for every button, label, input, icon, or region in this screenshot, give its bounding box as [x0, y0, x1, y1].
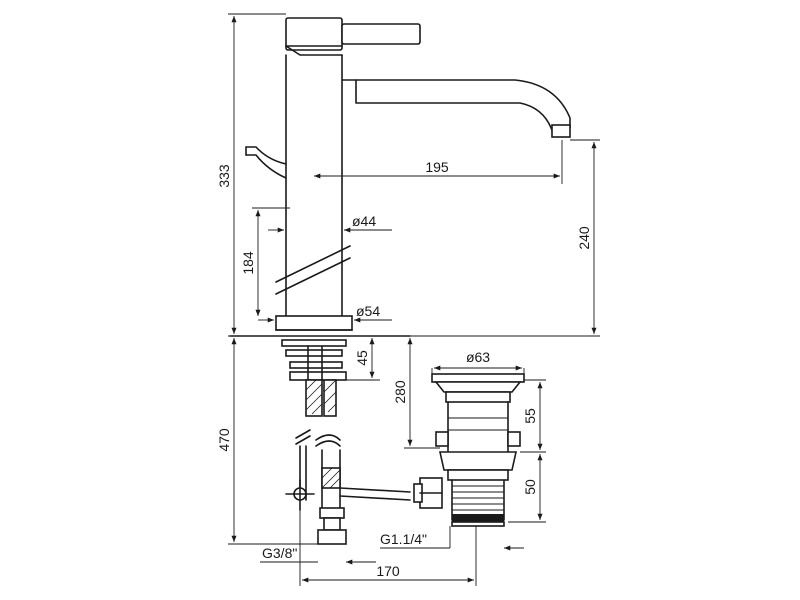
- label-under-deck: 470: [216, 428, 232, 452]
- hose-hatching: [321, 467, 341, 489]
- label-waste-diameter: ø63: [466, 349, 490, 365]
- label-supply-thread: G3/8": [262, 545, 297, 561]
- label-waste-lower: 50: [522, 479, 538, 495]
- hatched-pipe-section: [305, 379, 337, 415]
- tap-body: [245, 17, 571, 331]
- label-spout-reach: 195: [425, 159, 449, 175]
- pop-up-waste: [413, 373, 525, 527]
- label-waste-upper: 55: [522, 408, 538, 424]
- waste-thread-lines: [452, 485, 504, 511]
- label-waste-thread: G1.1/4": [380, 531, 427, 547]
- dimension-labels: 333 195 ø44 184 ø54 240 45 ø63 280 55 47…: [216, 159, 592, 579]
- label-spout-height: 240: [576, 226, 592, 250]
- label-waste-length: 280: [392, 380, 408, 404]
- label-lever-height: 184: [240, 251, 256, 275]
- label-deck-thickness: 45: [354, 350, 370, 366]
- label-waste-offset: 170: [376, 563, 400, 579]
- label-base-diameter: ø54: [356, 303, 380, 319]
- dimension-lines: [228, 13, 600, 586]
- label-total-height: 333: [216, 164, 232, 188]
- label-body-diameter: ø44: [352, 213, 376, 229]
- deck-fixing: [229, 335, 411, 545]
